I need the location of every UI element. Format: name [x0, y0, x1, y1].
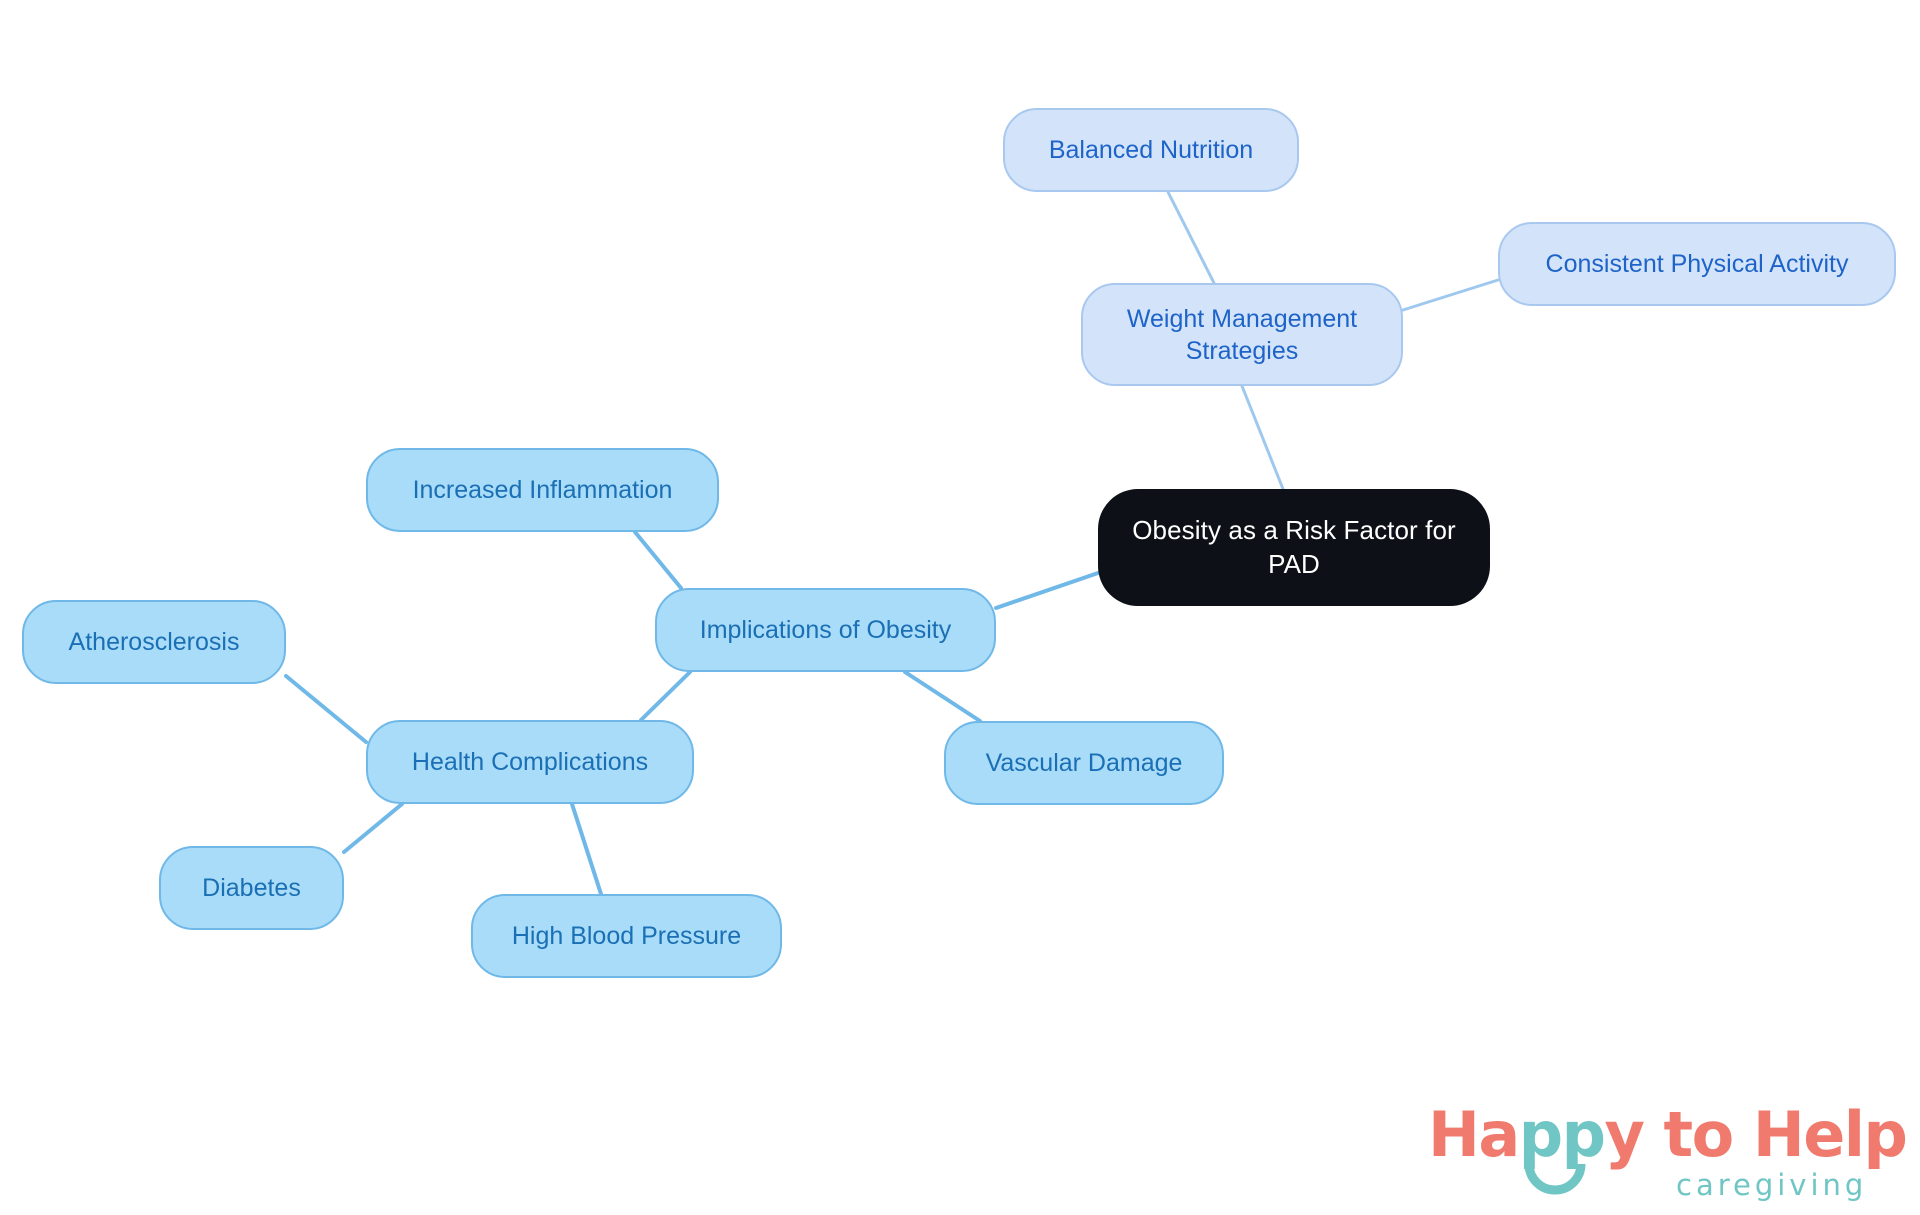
mindmap-node-weight-management-strategies[interactable]: Weight Management Strategies — [1081, 283, 1403, 386]
edge-implications-of-obesity-to-vascular-damage — [903, 670, 982, 723]
edge-health-complications-to-atherosclerosis — [284, 674, 368, 744]
mindmap-node-vascular-damage[interactable]: Vascular Damage — [944, 721, 1224, 805]
node-label: Weight Management Strategies — [1126, 304, 1358, 365]
mindmap-node-implications-of-obesity[interactable]: Implications of Obesity — [655, 588, 996, 672]
logo-letters-pp: pp — [1518, 1098, 1606, 1171]
mindmap-node-consistent-physical-activity[interactable]: Consistent Physical Activity — [1498, 222, 1896, 306]
node-label: Consistent Physical Activity — [1545, 250, 1849, 278]
edge-root-to-weight-management-strategies — [1240, 384, 1285, 491]
edge-implications-of-obesity-to-health-complications — [639, 670, 692, 722]
edge-root-to-implications-of-obesity — [994, 571, 1100, 610]
node-label: High Blood Pressure — [511, 922, 742, 950]
edge-weight-management-strategies-to-balanced-nutrition — [1166, 190, 1216, 285]
mindmap-node-high-blood-pressure[interactable]: High Blood Pressure — [471, 894, 782, 978]
smile-icon — [1524, 1163, 1586, 1195]
logo-letter-a: a — [1478, 1098, 1520, 1171]
node-label: Diabetes — [202, 874, 301, 902]
logo-wordmark: Happy to Help — [1428, 1098, 1908, 1171]
node-label: Health Complications — [411, 748, 649, 776]
edge-health-complications-to-diabetes — [342, 802, 404, 854]
mindmap-node-atherosclerosis[interactable]: Atherosclerosis — [22, 600, 286, 684]
edge-implications-of-obesity-to-increased-inflammation — [633, 530, 683, 590]
mindmap-node-root[interactable]: Obesity as a Risk Factor for PAD — [1098, 489, 1490, 606]
logo-to-help: to Help — [1643, 1098, 1908, 1171]
mindmap-node-health-complications[interactable]: Health Complications — [366, 720, 694, 804]
edge-health-complications-to-high-blood-pressure — [570, 802, 603, 896]
mindmap-node-balanced-nutrition[interactable]: Balanced Nutrition — [1003, 108, 1299, 192]
node-label: Atherosclerosis — [68, 628, 240, 656]
node-label: Implications of Obesity — [699, 616, 952, 644]
logo-subtitle: caregiving — [1676, 1168, 1868, 1202]
node-label: Obesity as a Risk Factor for PAD — [1132, 515, 1456, 579]
mindmap-node-diabetes[interactable]: Diabetes — [159, 846, 344, 930]
logo-letter-h: H — [1428, 1098, 1480, 1171]
node-label: Vascular Damage — [985, 749, 1183, 777]
brand-logo: Happy to Help caregiving — [1428, 1098, 1908, 1210]
node-label: Increased Inflammation — [412, 476, 673, 504]
node-label: Balanced Nutrition — [1048, 136, 1254, 164]
logo-letter-y: y — [1604, 1098, 1645, 1171]
mindmap-node-increased-inflammation[interactable]: Increased Inflammation — [366, 448, 719, 532]
edge-weight-management-strategies-to-consistent-physical-activity — [1401, 278, 1500, 312]
